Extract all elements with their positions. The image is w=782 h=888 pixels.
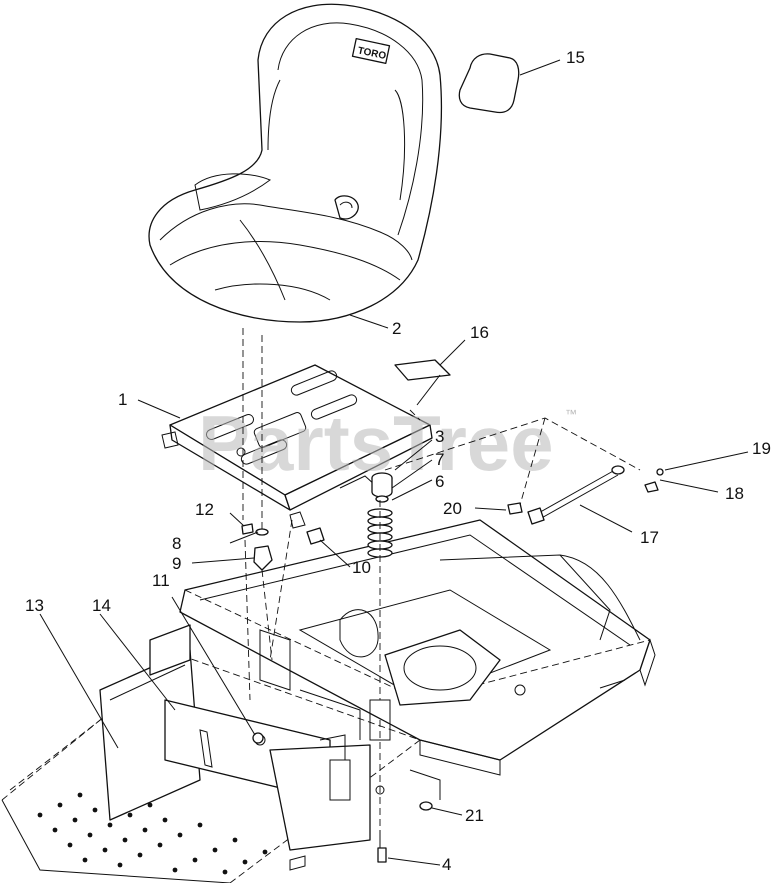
seat-decal: [458, 53, 520, 114]
callout-17: 17: [640, 528, 659, 547]
floor-holes: [37, 792, 268, 875]
callout-2: 2: [392, 319, 401, 338]
seat: TORO: [148, 3, 443, 323]
callout-3: 3: [435, 427, 444, 446]
alignment-lines: [242, 328, 641, 830]
seat-plate: [161, 364, 433, 529]
leader-lines: [39, 59, 749, 866]
plate-decal: [394, 359, 451, 381]
seat-bracket: [164, 699, 371, 871]
callout-6: 6: [435, 472, 444, 491]
watermark-text: PartsTree: [198, 399, 554, 487]
callout-18: 18: [725, 484, 744, 503]
spring-washer: [375, 495, 389, 503]
callout-14: 14: [92, 596, 111, 615]
callout-11: 11: [152, 571, 170, 590]
callout-16: 16: [470, 323, 489, 342]
callout-8: 8: [172, 534, 181, 553]
callout-4: 4: [442, 855, 451, 874]
bumper: [371, 472, 393, 498]
bolt-10: [306, 527, 325, 545]
callout-12: 12: [195, 500, 214, 519]
watermark: PartsTree ™: [198, 399, 577, 487]
main-frame: [179, 519, 656, 800]
hardware-21: [419, 801, 433, 811]
callout-20: 20: [443, 499, 462, 518]
rear-bracket: [99, 624, 201, 821]
seat-logo: TORO: [351, 38, 391, 64]
knob-9: [253, 545, 273, 571]
callout-10: 10: [352, 558, 371, 577]
callout-19: 19: [752, 439, 771, 458]
callout-7: 7: [435, 450, 444, 469]
callout-21: 21: [465, 806, 484, 825]
bolt-20: [507, 502, 523, 515]
callout-15: 15: [566, 48, 585, 67]
callout-13: 13: [25, 596, 44, 615]
callout-1: 1: [118, 390, 127, 409]
nut-12: [241, 523, 254, 535]
seat-switch-harness: [527, 465, 664, 525]
watermark-trademark: ™: [565, 407, 577, 421]
pin-11: [252, 732, 264, 744]
callout-9: 9: [172, 554, 181, 573]
callout-numbers: 1 2 3 4 6 7 8 9 10 11 12 13 14 15 16 17 …: [25, 48, 771, 874]
bolt-4: [377, 830, 387, 863]
